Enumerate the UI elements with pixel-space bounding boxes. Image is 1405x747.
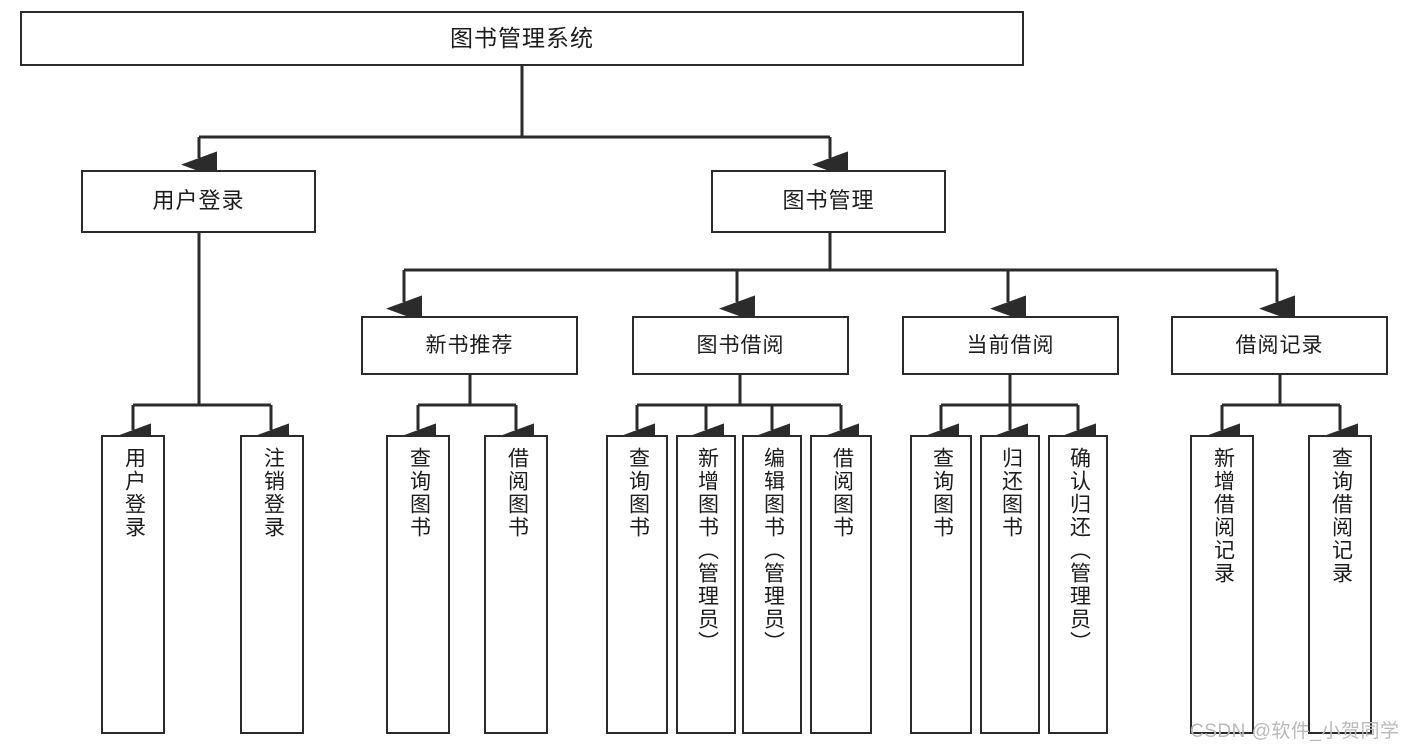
leaf-user-login-signout[interactable]: 注销登录 bbox=[240, 435, 304, 734]
node-label: 查询借阅记录 bbox=[1329, 447, 1353, 585]
node-label: 新书推荐 bbox=[425, 333, 514, 357]
leaf-borrow-edit-book-admin[interactable]: 编辑图书（管理员） bbox=[742, 435, 802, 734]
node-book-borrow[interactable]: 图书借阅 bbox=[632, 316, 849, 375]
node-label: 确认归还（管理员） bbox=[1067, 447, 1091, 654]
node-label: 当前借阅 bbox=[966, 333, 1055, 357]
node-label: 用户登录 bbox=[152, 188, 245, 214]
node-label: 图书管理 bbox=[782, 188, 875, 214]
node-new-book-recommend[interactable]: 新书推荐 bbox=[361, 316, 578, 375]
leaf-new-book-borrow[interactable]: 借阅图书 bbox=[484, 435, 548, 734]
node-label: 查询图书 bbox=[407, 447, 431, 539]
leaf-user-login-signin[interactable]: 用户登录 bbox=[101, 435, 165, 734]
node-label: 新增图书（管理员） bbox=[695, 447, 719, 654]
leaf-records-query-record[interactable]: 查询借阅记录 bbox=[1308, 435, 1372, 734]
node-label: 图书借阅 bbox=[696, 333, 785, 357]
node-label: 借阅图书 bbox=[830, 447, 854, 539]
leaf-borrow-borrow-book[interactable]: 借阅图书 bbox=[810, 435, 872, 734]
node-label: 新增借阅记录 bbox=[1211, 447, 1235, 585]
node-current-borrow[interactable]: 当前借阅 bbox=[902, 316, 1119, 375]
node-label: 编辑图书（管理员） bbox=[761, 447, 785, 654]
node-user-login[interactable]: 用户登录 bbox=[81, 170, 316, 233]
leaf-records-add-record[interactable]: 新增借阅记录 bbox=[1190, 435, 1254, 734]
node-label: 查询图书 bbox=[626, 447, 650, 539]
node-label: 注销登录 bbox=[261, 447, 285, 539]
node-borrow-records[interactable]: 借阅记录 bbox=[1171, 316, 1388, 375]
leaf-borrow-add-book-admin[interactable]: 新增图书（管理员） bbox=[676, 435, 736, 734]
node-label: 图书管理系统 bbox=[450, 24, 594, 51]
leaf-borrow-query[interactable]: 查询图书 bbox=[606, 435, 668, 734]
node-book-management[interactable]: 图书管理 bbox=[711, 170, 946, 233]
node-root-system[interactable]: 图书管理系统 bbox=[20, 11, 1024, 66]
leaf-current-query[interactable]: 查询图书 bbox=[910, 435, 972, 734]
node-label: 用户登录 bbox=[122, 447, 146, 539]
leaf-current-confirm-return-admin[interactable]: 确认归还（管理员） bbox=[1048, 435, 1108, 734]
leaf-new-book-query[interactable]: 查询图书 bbox=[386, 435, 450, 734]
node-label: 查询图书 bbox=[930, 447, 954, 539]
node-label: 借阅图书 bbox=[505, 447, 529, 539]
node-label: 借阅记录 bbox=[1235, 333, 1324, 357]
leaf-current-return-book[interactable]: 归还图书 bbox=[980, 435, 1040, 734]
csdn-watermark: CSDN @软件_小贺同学 bbox=[1190, 721, 1400, 742]
node-label: 归还图书 bbox=[999, 447, 1023, 539]
